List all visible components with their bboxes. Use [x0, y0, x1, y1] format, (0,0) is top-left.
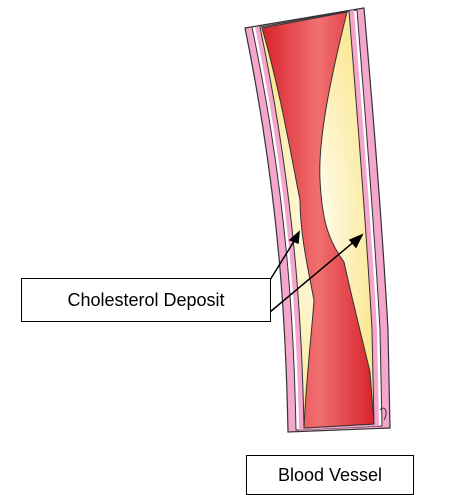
blood-vessel-label: Blood Vessel: [246, 455, 414, 495]
cholesterol-deposit-label: Cholesterol Deposit: [21, 278, 271, 322]
